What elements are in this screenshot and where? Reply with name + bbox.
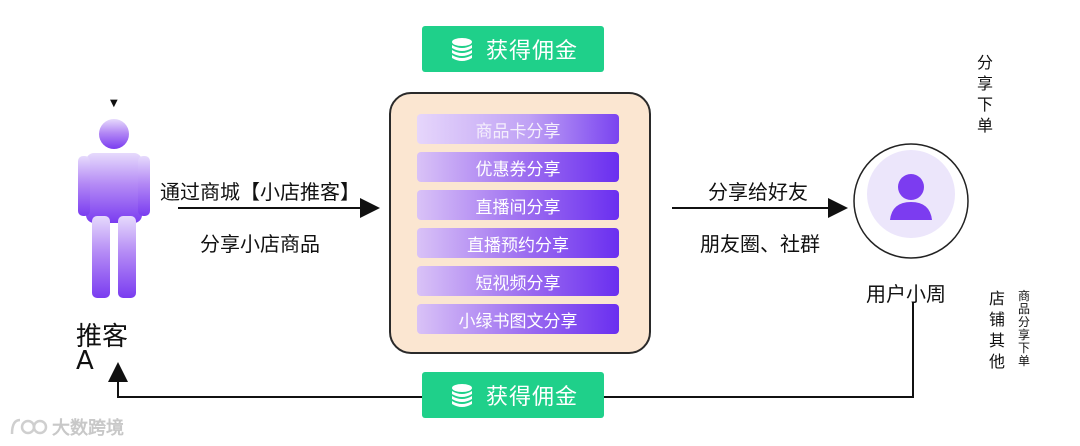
reward-box-top: 获得佣金 [422,26,604,72]
channel-item: 小绿书图文分享 [417,304,619,334]
reward-box-bottom: 获得佣金 [422,372,604,418]
note-store-other: 店铺其他 [988,289,1005,371]
watermark-text: 大数跨境 [52,418,124,439]
right-edge-top-label: 分享给好友 [708,180,808,204]
note-share-order: 分享下单 [976,53,993,135]
channel-item: 短视频分享 [417,266,619,296]
note-product-share-order: 商品分享下单 [1017,289,1030,368]
reward-label-top: 获得佣金 [485,39,578,64]
channel-item: 商品卡分享 [417,114,619,144]
left-edge-top-label: 通过商城【小店推客】 [160,180,360,204]
coin-stack-icon [451,384,472,407]
channel-item: 优惠券分享 [417,152,619,182]
channel-item: 直播预约分享 [417,228,619,258]
reward-label-bottom: 获得佣金 [485,385,578,410]
user-name: 用户小周 [866,282,946,306]
share-channels-hub: 商品卡分享 优惠券分享 直播间分享 直播预约分享 短视频分享 小绿书图文分享 [389,92,651,354]
user-silhouette-icon [890,174,932,220]
user-avatar [853,143,969,259]
referrer-name-suffix: A [76,346,94,376]
watermark-logo-icon [10,418,48,435]
referrer-marker: ▼ [110,98,118,109]
left-edge-bottom-label: 分享小店商品 [200,232,320,256]
coin-stack-icon [451,38,472,61]
person-icon [78,119,150,298]
channel-item: 直播间分享 [417,190,619,220]
right-edge-bottom-label: 朋友圈、社群 [700,232,820,256]
watermark: 大数跨境 [8,414,124,440]
referrer-name: 推客 [76,322,129,352]
